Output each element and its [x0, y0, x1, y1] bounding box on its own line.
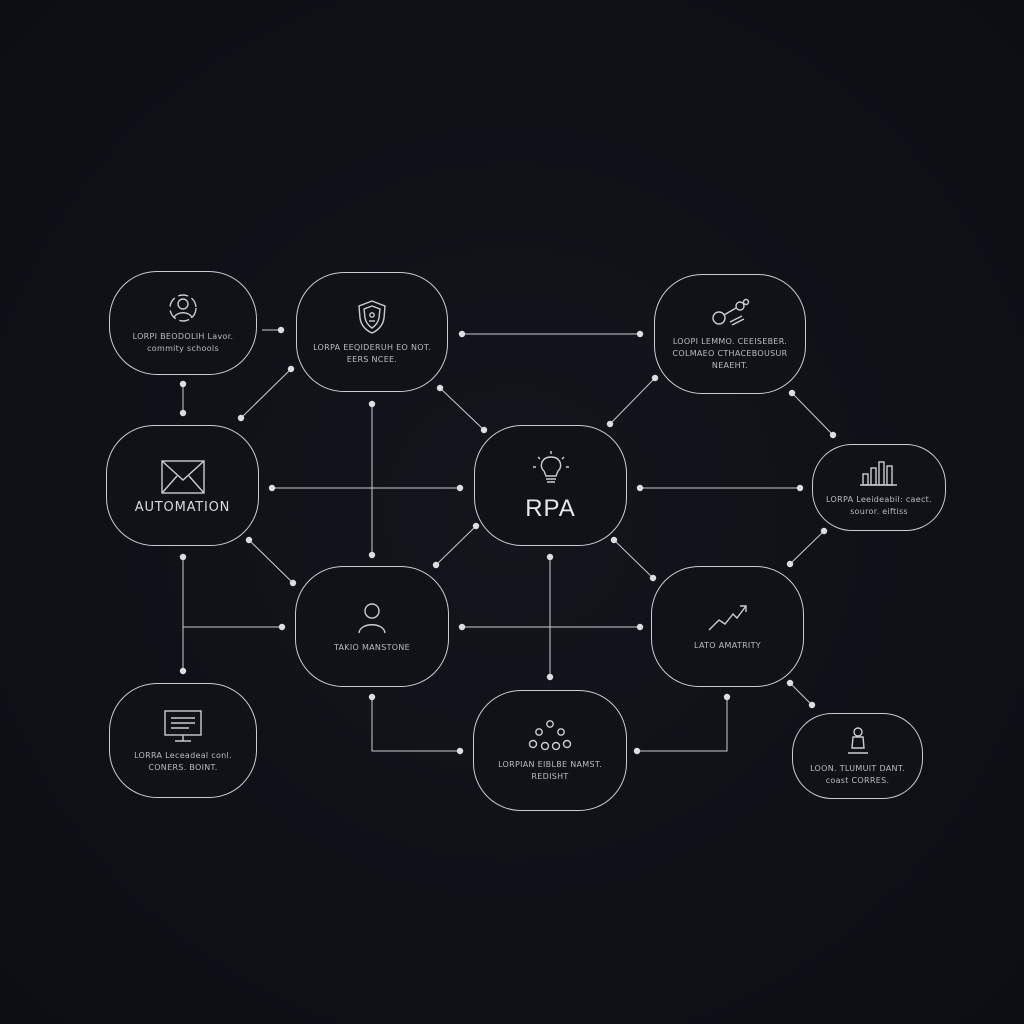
connector-dot	[268, 484, 276, 492]
person-stand-icon	[843, 725, 873, 757]
monitor-icon	[161, 708, 205, 744]
node-top-left[interactable]: LORPI BEODOLIH Lavor. commity schools	[109, 271, 257, 375]
lightbulb-icon	[530, 449, 572, 489]
connector-dot	[458, 330, 466, 338]
connector-dot	[636, 330, 644, 338]
connector-dot	[723, 693, 731, 701]
edge-topmiddle-rpa	[439, 387, 485, 431]
node-rpa[interactable]: RPA	[474, 425, 627, 546]
node-bottom-middle[interactable]: LORPIAN EIBLBE NAMST. REDISHT	[473, 690, 627, 811]
node-label: AUTOMATION	[134, 499, 231, 515]
node-top-middle[interactable]: LORPA EEQIDERUH EO NOT. EERS NCEE.	[296, 272, 448, 392]
edge-right-centerright	[789, 530, 825, 565]
edge-rpa-centerleft	[435, 525, 477, 566]
node-top-right[interactable]: LOOPI LEMMO. CEEISEBER. COLMAEO CTHACEBO…	[654, 274, 806, 394]
connector-dot	[179, 380, 187, 388]
connector-dot	[546, 553, 554, 561]
edge-topright-right	[791, 392, 834, 436]
connector-dot	[179, 553, 187, 561]
connector-dot	[472, 522, 480, 530]
edge-rpa-centerright	[613, 539, 654, 579]
connector-dot	[633, 747, 641, 755]
connector-dot	[368, 400, 376, 408]
connector-dot	[289, 579, 297, 587]
connector-dot	[456, 484, 464, 492]
edge-topright-rpa	[609, 377, 656, 425]
connector-dot	[546, 673, 554, 681]
edge-topmiddle-automation	[240, 368, 292, 419]
connector-dot	[829, 431, 837, 439]
connector-dot	[237, 414, 245, 422]
connector-dot	[456, 747, 464, 755]
node-bottom-right[interactable]: LOON. TLUMUIT DANT. coast CORRES.	[792, 713, 923, 799]
node-label: RPA	[525, 494, 576, 522]
node-label: LORPA Leeideabil: caect. souror. eiftiss	[826, 494, 932, 516]
node-right[interactable]: LORPA Leeideabil: caect. souror. eiftiss	[812, 444, 946, 531]
connector-dot	[649, 574, 657, 582]
connector-dot	[179, 409, 187, 417]
edge-centerright-bottomright	[789, 682, 813, 706]
bar-chart-icon	[859, 458, 899, 488]
connector-dot	[786, 679, 794, 687]
person-icon	[355, 600, 389, 636]
user-shield-icon	[166, 291, 200, 325]
connector-dot	[368, 693, 376, 701]
robot-arm-icon	[708, 296, 752, 330]
connector-dot	[436, 384, 444, 392]
connector-dot	[820, 527, 828, 535]
edge-automation-centerleft	[248, 539, 294, 584]
connector-dot	[277, 326, 285, 334]
node-label: LOOPI LEMMO. CEEISEBER. COLMAEO CTHACEBO…	[672, 337, 788, 370]
shield-icon	[355, 298, 389, 336]
edge-centerright-bottommiddle	[637, 697, 728, 752]
node-bottom-left[interactable]: LORRA Leceadeal conl. CONERS. BOINT.	[109, 683, 257, 798]
connector-dot	[610, 536, 618, 544]
connector-dot	[480, 426, 488, 434]
connector-dot	[287, 365, 295, 373]
connector-dot	[179, 667, 187, 675]
connector-dot	[636, 484, 644, 492]
connector-dot	[278, 623, 286, 631]
node-label: TAKIO MANSTONE	[333, 642, 411, 652]
node-center-left[interactable]: TAKIO MANSTONE	[295, 566, 449, 687]
trend-line-icon	[706, 602, 750, 634]
connector-dot	[786, 560, 794, 568]
node-label: LOON. TLUMUIT DANT. coast CORRES.	[810, 764, 905, 785]
connector-dot	[245, 536, 253, 544]
connector-dot	[432, 561, 440, 569]
connector-dot	[606, 420, 614, 428]
connector-dot	[788, 389, 796, 397]
network-dots-icon	[527, 719, 573, 753]
node-center-right[interactable]: LATO AMATRITY	[651, 566, 804, 687]
connector-dot	[796, 484, 804, 492]
edge-centerleft-bottommiddle	[371, 697, 460, 752]
node-label: LATO AMATRITY	[694, 640, 761, 650]
node-label: LORPI BEODOLIH Lavor. commity schools	[132, 332, 234, 353]
connector-dot	[636, 623, 644, 631]
connector-dot	[651, 374, 659, 382]
node-label: LORRA Leceadeal conl. CONERS. BOINT.	[134, 750, 232, 772]
node-automation[interactable]: AUTOMATION	[106, 425, 259, 546]
node-label: LORPIAN EIBLBE NAMST. REDISHT	[498, 759, 602, 781]
envelope-icon	[159, 458, 207, 496]
node-label: LORPA EEQIDERUH EO NOT. EERS NCEE.	[313, 343, 431, 364]
connector-dot	[808, 701, 816, 709]
connector-dot	[458, 623, 466, 631]
connector-dot	[368, 551, 376, 559]
